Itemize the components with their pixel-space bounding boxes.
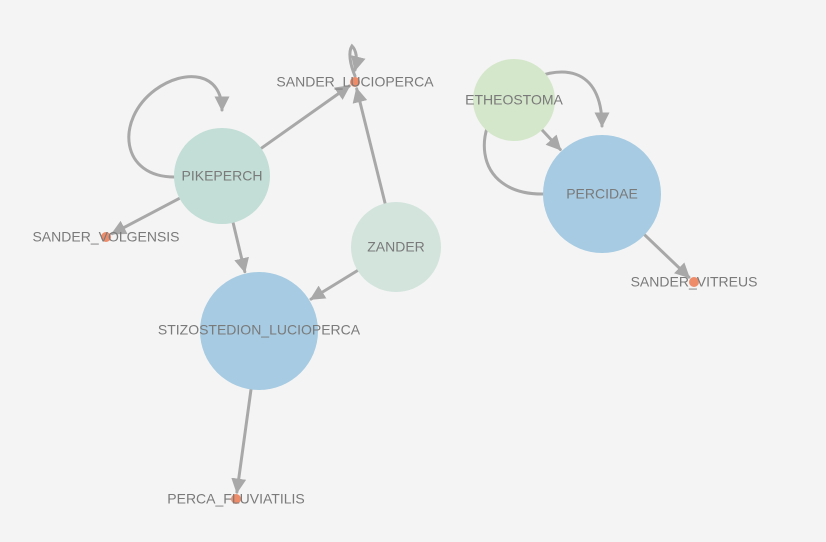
node-perca-fluviatilis[interactable] [231, 494, 241, 504]
node-sander-volgensis[interactable] [101, 232, 111, 242]
edge-etheostoma-to-percidae [540, 128, 562, 151]
edge-zander-to-stizostedion-lucioperca [309, 269, 360, 301]
node-label-pikeperch: PIKEPERCH [182, 168, 263, 184]
edges-layer [110, 43, 691, 494]
node-label-sander-lucioperca: SANDER_LUCIOPERCA [276, 74, 434, 90]
node-label-percidae: PERCIDAE [566, 186, 638, 202]
node-label-etheostoma: ETHEOSTOMA [465, 92, 563, 108]
edge-percidae-to-sander-vitreus [643, 233, 691, 279]
edge-pikeperch-to-sander-volgensis [110, 196, 181, 236]
edge-pikeperch-to-pikeperch [127, 75, 230, 179]
node-label-zander: ZANDER [367, 239, 425, 255]
node-label-stizostedion-lucioperca: STIZOSTEDION_LUCIOPERCA [158, 322, 361, 338]
node-etheostoma[interactable] [473, 59, 555, 141]
node-label-sander-volgensis: SANDER_VOLGENSIS [32, 229, 179, 245]
edge-sander-lucioperca-to-sander-lucioperca [348, 43, 366, 78]
node-percidae[interactable] [543, 135, 661, 253]
nodes-layer [101, 59, 699, 504]
edge-zander-to-sander-lucioperca [352, 87, 387, 205]
node-zander[interactable] [351, 202, 441, 292]
labels-layer: SANDER_LUCIOPERCA PIKEPERCH SANDER_VOLGENS… [32, 74, 757, 507]
edge-pikeperch-to-stizostedion-lucioperca [231, 221, 249, 274]
node-pikeperch[interactable] [174, 128, 270, 224]
node-stizostedion-lucioperca[interactable] [200, 272, 318, 390]
edge-stizostedion-lucioperca-to-perca-fluviatilis [231, 388, 253, 494]
edge-pikeperch-to-sander-lucioperca [259, 84, 351, 150]
node-label-sander-vitreus: SANDER_VITREUS [631, 274, 758, 290]
node-label-perca-fluviatilis: PERCA_FLUVIATILIS [167, 491, 304, 507]
node-sander-vitreus[interactable] [689, 277, 699, 287]
node-sander-lucioperca[interactable] [350, 77, 360, 87]
